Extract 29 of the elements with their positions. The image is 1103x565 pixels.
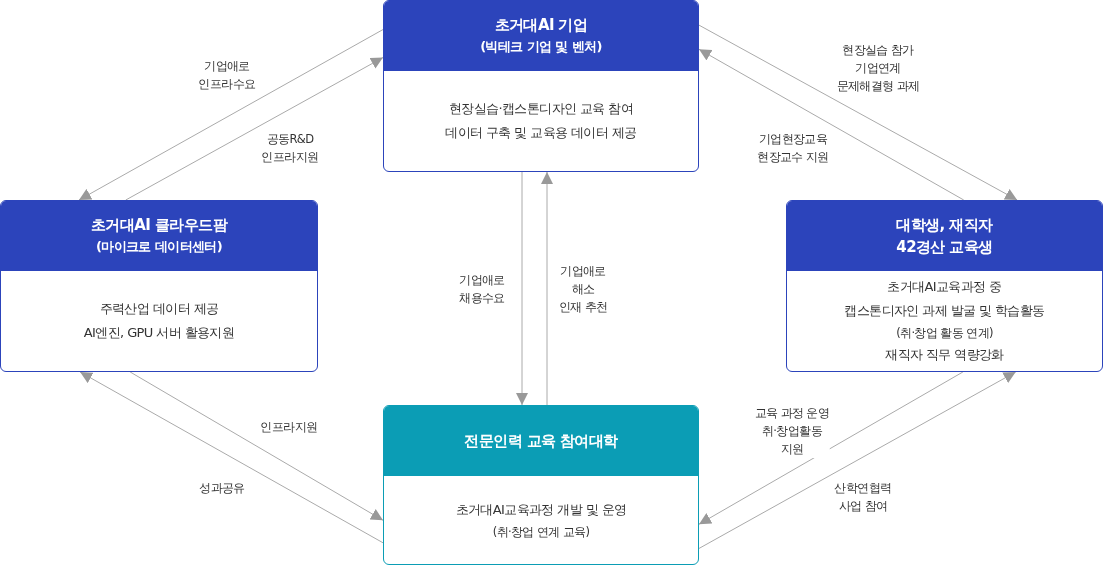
box-text: 재직자 직무 역량강화 xyxy=(885,346,1004,364)
arrow xyxy=(78,29,384,201)
box-text: 현장실습·캡스톤디자인 교육 참여 xyxy=(448,100,634,118)
box-text: AI엔진, GPU 서버 활용지원 xyxy=(83,324,235,342)
box-text: 주력산업 데이터 제공 xyxy=(99,300,219,318)
info-box xyxy=(786,200,1103,372)
arrow xyxy=(79,371,384,544)
arrow xyxy=(125,57,384,201)
arrow xyxy=(541,171,553,406)
box-text: 초거대AI교육과정 중 캡스톤디자인 과제 발굴 및 학습활동 xyxy=(844,278,1045,320)
info-box xyxy=(0,200,318,372)
box-subtitle: (빅테크 기업 및 벤처) xyxy=(480,38,602,56)
box-title: 초거대AI 클라우드팜 xyxy=(91,215,227,236)
box-text: (취·창업 활동 연계) xyxy=(896,325,993,342)
box-text: (취·창업 연계 교육) xyxy=(492,524,590,541)
arrow xyxy=(698,24,1018,201)
arrow xyxy=(516,171,528,406)
box-text: 데이터 구축 및 교육용 데이터 제공 xyxy=(445,124,637,142)
arrow xyxy=(698,371,964,525)
arrow xyxy=(698,48,965,201)
arrow xyxy=(129,371,384,521)
box-subtitle: (마이크로 데이터센터) xyxy=(95,238,223,256)
box-title: 대학생, 재직자 42경산 교육생 xyxy=(896,215,993,258)
arrow xyxy=(698,371,1017,549)
info-box xyxy=(383,405,699,565)
info-box xyxy=(383,0,699,172)
box-title: 전문인력 교육 참여대학 xyxy=(464,431,618,452)
box-title: 초거대AI 기업 xyxy=(494,15,588,36)
box-text: 초거대AI교육과정 개발 및 운영 xyxy=(455,501,627,519)
